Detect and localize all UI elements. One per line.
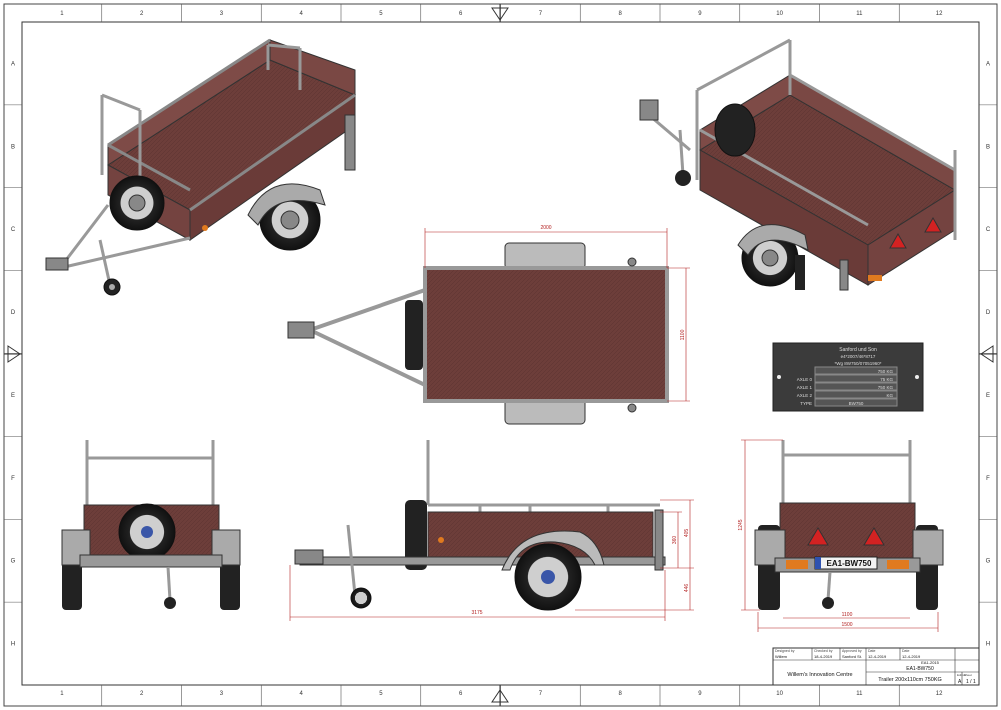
tb-date-approved: 12-4-2019 [868,654,887,659]
dim-top-width: 1100 [680,329,686,340]
grid-column-label: 8 [618,11,622,17]
grid-column-label: 3 [220,691,224,697]
type-plate: Sanford und Son e4*2007/46*8717 *Wg 8W75… [772,342,924,412]
grid-column-label: 4 [299,691,303,697]
type-plate-line1: e4*2007/46*8717 [841,354,876,359]
rear-view: EA1-BW750 1245 1100 1500 [738,439,944,632]
type-plate-line2: *Wg 8W750/07051960* [834,361,881,366]
grid-row-label: G [11,559,16,565]
type-plate-type-value: BW750 [849,401,864,406]
type-plate-row-type: TYPE [800,401,812,406]
grid-column-label: 2 [140,11,144,17]
type-plate-axle2-value: KG [886,393,893,398]
grid-row-label: E [986,393,990,399]
side-view: 3175 360 405 446 [289,440,694,621]
dim-rear-total-width: 1500 [841,622,852,628]
dim-side-box-height: 360 [672,536,678,545]
tb-checked-by-label: Checked by [814,649,833,653]
grid-column-label: 11 [856,691,863,697]
grid-row-label: B [11,144,15,150]
center-markers [4,4,997,706]
tb-part-number: EA1-BW750 [906,666,934,672]
grid-column-label: 6 [459,11,463,17]
tb-approved-by-label: Approved by [842,649,862,653]
tb-date-small: EA1-2015 [921,660,940,665]
tb-date2-label: Date [902,649,909,653]
front-view [61,440,241,610]
grid-column-label: 2 [140,691,144,697]
grid-column-label: 12 [936,691,943,697]
tb-sheet: 1 / 1 [966,679,976,685]
title-block: Designed by Willem Checked by 18-4-2019 … [772,647,980,686]
grid-row-label: C [986,227,991,233]
grid-row-label: C [11,227,16,233]
grid-column-label: 3 [220,11,224,17]
grid-column-label: 8 [618,691,622,697]
type-plate-axle1-value: 750 KG [878,385,894,390]
grid-column-label: 9 [698,11,702,17]
grid-column-label: 7 [539,11,543,17]
grid-column-label: 10 [776,691,783,697]
grid-column-label: 10 [776,11,783,17]
grid-column-label: 5 [379,11,383,17]
tb-date: 12-4-2019 [902,654,921,659]
grid-row-label: F [11,476,15,482]
dim-side-lower-height: 446 [684,584,690,593]
dim-side-total-length: 3175 [471,610,482,616]
grid-row-label: G [986,559,991,565]
tb-designed-by-label: Designed by [775,649,795,653]
tb-sheet-label: Sheet [964,673,972,677]
grid-row-label: A [11,61,15,67]
top-view: 2000 1100 [287,225,690,425]
type-plate-header: Sanford und Son [839,347,877,353]
tb-edition: A [958,679,962,685]
type-plate-row-axle0: AXLE 0 [797,377,813,382]
type-plate-axle0-value: 75 KG [880,377,893,382]
tb-edition-label: Edition [957,673,967,677]
type-plate-max-mass: 750 KG [878,369,894,374]
grid-row-label: H [986,642,990,648]
tb-date-label: Date [868,649,875,653]
dim-rear-inner-width: 1100 [842,612,853,618]
grid-row-label: H [11,642,15,648]
tb-title: Trailer 200x110cm 750KG [878,677,942,683]
tb-checked-by: 18-4-2019 [814,654,833,659]
grid-column-label: 6 [459,691,463,697]
grid-column-label: 11 [856,11,863,17]
grid-column-label: 1 [60,691,64,697]
iso-view-rear-right [639,38,957,291]
tb-company: Willem's Innovation Centre [787,672,852,678]
grid-column-label: 9 [698,691,702,697]
dim-top-length: 2000 [540,225,551,231]
grid-column-label: 7 [539,691,543,697]
dim-side-upper-height: 405 [684,529,690,538]
tb-approved-by: Sanford St. [842,654,862,659]
grid-column-label: 4 [299,11,303,17]
tb-designed-by: Willem [775,654,788,659]
grid-column-label: 1 [60,11,64,17]
grid-column-label: 12 [936,11,943,17]
iso-view-front-left [45,38,357,296]
license-plate-text: EA1-BW750 [827,559,872,568]
grid-row-label: D [986,310,991,316]
grid-row-label: F [986,476,990,482]
grid-row-label: B [986,144,990,150]
type-plate-row-axle2: AXLE 2 [797,393,813,398]
grid-row-label: A [986,61,990,67]
dim-rear-total-height: 1245 [738,519,744,530]
grid-row-label: E [11,393,15,399]
grid-column-label: 5 [379,691,383,697]
type-plate-row-axle1: AXLE 1 [797,385,813,390]
grid-row-label: D [11,310,16,316]
